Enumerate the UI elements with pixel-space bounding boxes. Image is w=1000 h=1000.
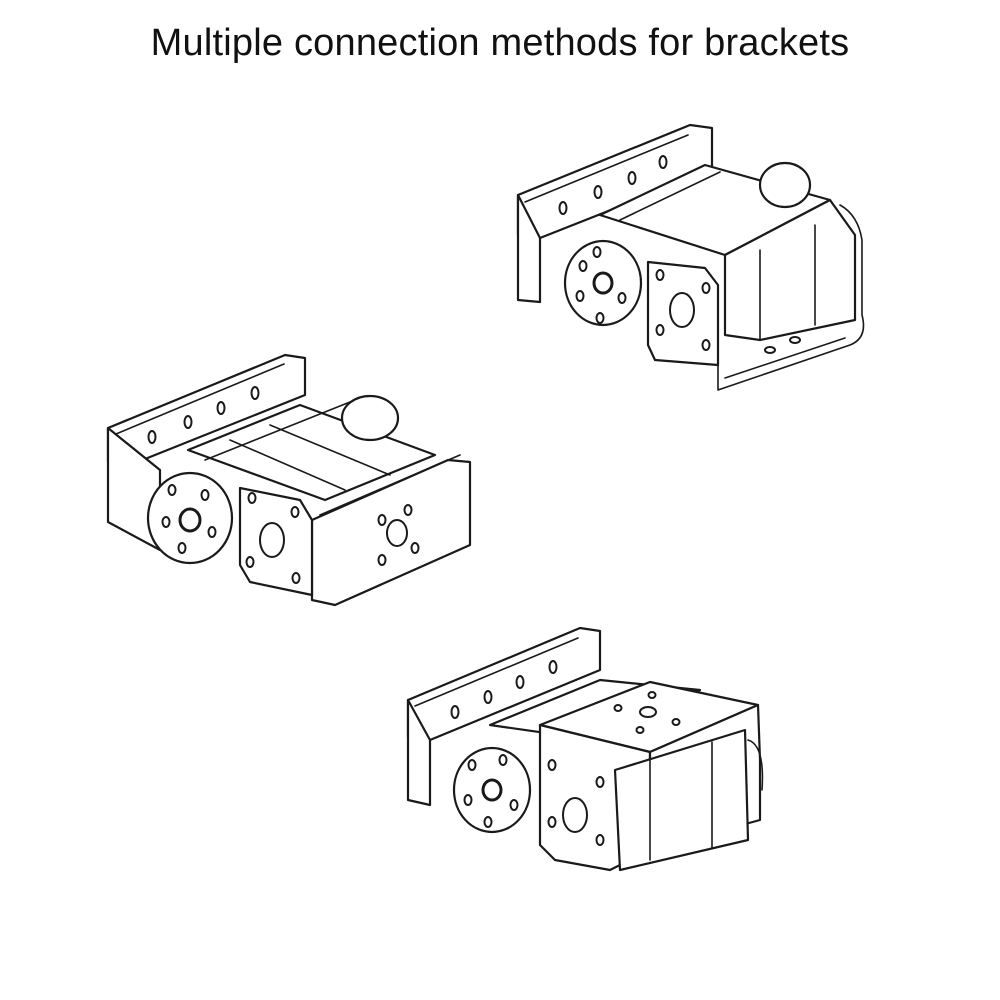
servo-front	[723, 198, 857, 342]
mount-hole	[547, 816, 557, 828]
servo-horn-rear	[758, 161, 812, 209]
bracket-bottom-loop	[717, 204, 865, 391]
horn-hole	[578, 260, 588, 272]
horn-hole	[592, 246, 602, 258]
horn-hole	[207, 526, 217, 538]
bracket-center-hole	[562, 797, 588, 833]
mount-hole	[593, 185, 603, 199]
mount-hole	[216, 401, 226, 415]
horn-center-hole	[178, 507, 202, 533]
mount-hole	[627, 171, 637, 185]
bracket-center-hole	[386, 519, 408, 547]
horn-hole	[483, 816, 493, 828]
mount-hole	[613, 704, 623, 712]
mount-hole	[671, 718, 681, 726]
servo-horn-rear	[340, 394, 400, 442]
mount-hole	[595, 834, 605, 846]
mount-hole	[655, 324, 665, 336]
mount-hole	[701, 339, 711, 351]
horn-center-hole	[481, 778, 503, 802]
mount-hole	[377, 554, 387, 566]
mount-hole	[291, 572, 301, 584]
horn-hole	[467, 759, 477, 771]
mount-hole	[635, 726, 645, 734]
horn-hole	[177, 542, 187, 554]
horn-hole	[167, 484, 177, 496]
mount-hole	[403, 504, 413, 516]
servo-top	[186, 403, 437, 502]
bracket-left-wall	[516, 193, 542, 304]
mount-hole	[147, 430, 157, 444]
mount-hole	[547, 759, 557, 771]
mount-hole	[701, 282, 711, 294]
horn-hole	[161, 516, 171, 528]
bracket-center-hole	[669, 292, 695, 328]
horn-hole	[595, 312, 605, 324]
bracket-bottom-edge	[724, 337, 846, 379]
mount-hole	[558, 201, 568, 215]
bracket-center-hole	[259, 522, 285, 558]
servo-body	[613, 728, 750, 872]
horn-hole	[509, 799, 519, 811]
assembly-middle-left	[106, 353, 472, 607]
mount-hole	[548, 660, 558, 674]
bracket-left-wall	[406, 698, 432, 807]
mount-hole	[290, 506, 300, 518]
mount-hole	[515, 675, 525, 689]
servo-top-edge	[619, 171, 721, 221]
mount-hole	[183, 415, 193, 429]
mount-hole	[658, 155, 668, 169]
mount-hole	[410, 542, 420, 554]
mount-hole	[789, 336, 801, 344]
page-title: Multiple connection methods for brackets	[150, 22, 850, 64]
horn-hole	[617, 292, 627, 304]
assembly-top-right	[516, 123, 865, 391]
horn-hole	[575, 290, 585, 302]
mount-hole	[250, 386, 260, 400]
horn-hole	[463, 794, 473, 806]
mount-hole	[647, 691, 657, 699]
bracket-back-plate-edge	[524, 134, 689, 203]
bracket-center-hole	[639, 706, 657, 718]
servo-edge	[747, 739, 764, 791]
mount-hole	[595, 776, 605, 788]
servo-band	[269, 424, 391, 476]
mount-hole	[247, 492, 257, 504]
bracket-right-plate-edge	[319, 454, 461, 516]
mount-hole	[450, 705, 460, 719]
horn-center-hole	[592, 271, 614, 295]
mount-hole	[245, 556, 255, 568]
assembly-bottom-right	[406, 626, 764, 872]
horn-hole	[200, 489, 210, 501]
mount-hole	[655, 269, 665, 281]
mount-hole	[764, 346, 776, 354]
servo-band	[229, 439, 346, 491]
bracket-back-plate-edge	[115, 363, 285, 435]
mount-hole	[377, 514, 387, 526]
mount-hole	[483, 690, 493, 704]
bracket-back-plate-edge	[414, 637, 579, 707]
horn-hole	[498, 754, 508, 766]
